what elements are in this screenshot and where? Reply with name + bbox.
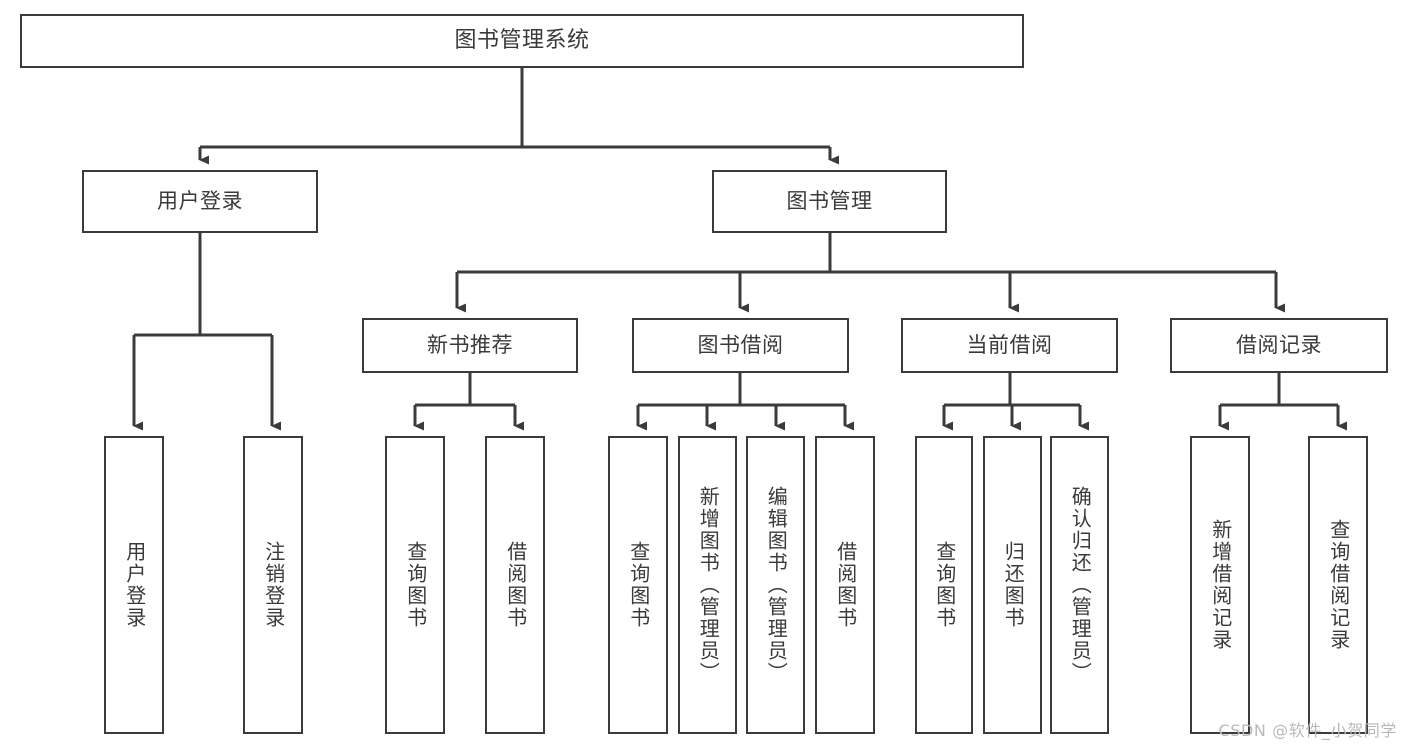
node-leaf-query-book-rec[interactable]: 查询图书 — [385, 436, 445, 734]
node-user-login-label: 用户登录 — [157, 189, 243, 214]
node-leaf-query-record-label: 查询借阅记录 — [1326, 519, 1351, 651]
node-leaf-return-book[interactable]: 归还图书 — [983, 436, 1042, 734]
node-root-label: 图书管理系统 — [454, 27, 590, 53]
node-leaf-add-record[interactable]: 新增借阅记录 — [1190, 436, 1250, 734]
node-leaf-add-book[interactable]: 新增图书（管理员） — [678, 436, 737, 734]
node-leaf-add-book-label: 新增图书（管理员） — [696, 486, 721, 684]
node-new-book-rec-label: 新书推荐 — [427, 333, 513, 358]
node-leaf-edit-book[interactable]: 编辑图书（管理员） — [746, 436, 805, 734]
node-leaf-add-record-label: 新增借阅记录 — [1208, 519, 1233, 651]
edge-borrowrecord-to-leaves — [1218, 373, 1347, 431]
node-leaf-query-book-borrow[interactable]: 查询图书 — [608, 436, 668, 734]
edge-bookmanage-to-level2 — [455, 233, 1285, 313]
node-book-borrow-label: 图书借阅 — [697, 333, 784, 358]
node-leaf-edit-book-label: 编辑图书（管理员） — [764, 486, 789, 684]
node-leaf-borrow-book-label: 借阅图书 — [833, 541, 858, 629]
node-user-login[interactable]: 用户登录 — [82, 170, 318, 233]
node-current-borrow[interactable]: 当前借阅 — [901, 318, 1118, 373]
node-current-borrow-label: 当前借阅 — [966, 333, 1053, 358]
node-borrow-record-label: 借阅记录 — [1236, 333, 1322, 358]
node-leaf-return-book-label: 归还图书 — [1001, 541, 1026, 629]
edge-userlogin-to-leaves — [132, 233, 281, 431]
node-leaf-query-book-cur-label: 查询图书 — [932, 541, 957, 629]
node-leaf-user-login-label: 用户登录 — [122, 541, 147, 629]
node-leaf-query-book-rec-label: 查询图书 — [403, 541, 428, 629]
node-book-manage-label: 图书管理 — [786, 189, 873, 214]
node-leaf-user-login[interactable]: 用户登录 — [104, 436, 164, 734]
node-leaf-confirm-return-label: 确认归还（管理员） — [1068, 486, 1093, 684]
node-leaf-user-logout[interactable]: 注销登录 — [243, 436, 303, 734]
edge-newbookrec-to-leaves — [413, 373, 524, 431]
node-book-manage[interactable]: 图书管理 — [712, 170, 947, 233]
node-leaf-query-record[interactable]: 查询借阅记录 — [1308, 436, 1368, 734]
node-leaf-borrow-book-rec-label: 借阅图书 — [503, 541, 528, 629]
node-leaf-borrow-book[interactable]: 借阅图书 — [815, 436, 875, 734]
edge-currentborrow-to-leaves — [942, 373, 1089, 431]
node-leaf-confirm-return[interactable]: 确认归还（管理员） — [1050, 436, 1109, 734]
node-borrow-record[interactable]: 借阅记录 — [1170, 318, 1388, 373]
edge-bookborrow-to-leaves — [636, 373, 854, 431]
node-leaf-query-book-borrow-label: 查询图书 — [626, 541, 651, 629]
edge-root-to-level1 — [198, 68, 839, 165]
node-leaf-borrow-book-rec[interactable]: 借阅图书 — [485, 436, 545, 734]
node-leaf-query-book-cur[interactable]: 查询图书 — [915, 436, 973, 734]
node-book-borrow[interactable]: 图书借阅 — [632, 318, 849, 373]
node-root[interactable]: 图书管理系统 — [20, 14, 1024, 68]
node-new-book-rec[interactable]: 新书推荐 — [362, 318, 578, 373]
node-leaf-user-logout-label: 注销登录 — [261, 541, 286, 629]
